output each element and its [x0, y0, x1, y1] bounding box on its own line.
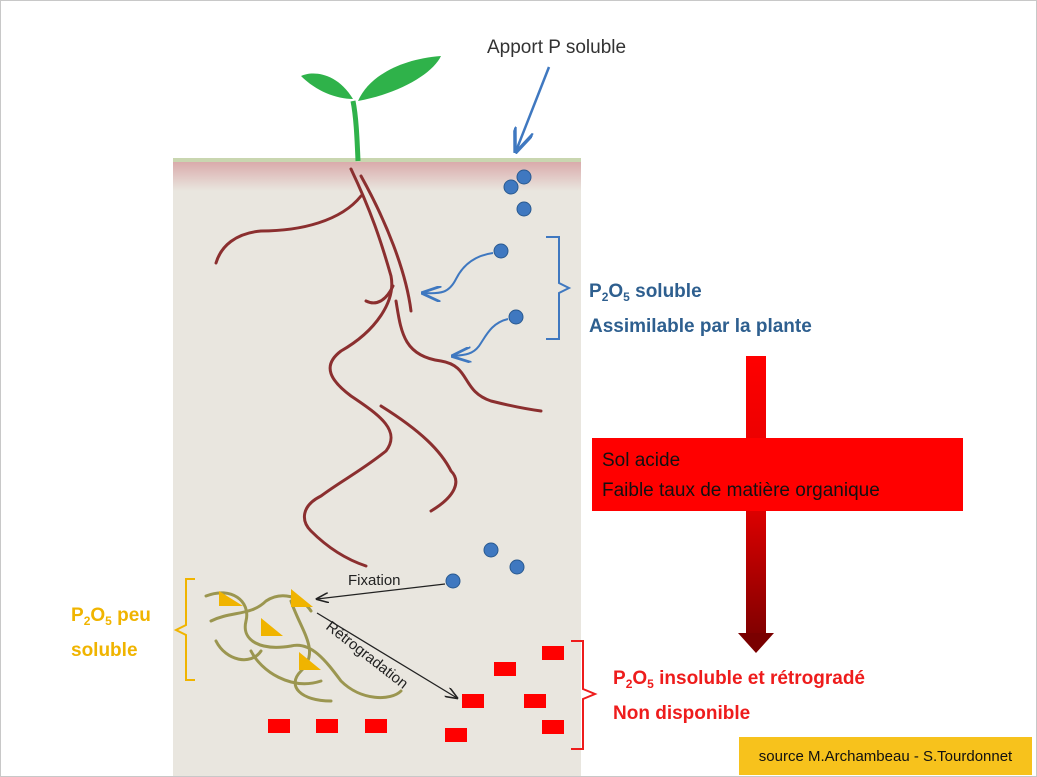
red-rectangle-icon: [462, 694, 484, 708]
soil-block: [173, 159, 581, 776]
blue-circle-icon: [516, 201, 532, 217]
red-rectangle-icon: [445, 728, 467, 742]
formula-p: P: [589, 281, 602, 302]
red-rectangle-icon: [316, 719, 338, 733]
red-rectangle-icon: [524, 694, 546, 708]
peu-soluble-line2: soluble: [71, 640, 138, 661]
insoluble-line2: Non disponible: [613, 703, 751, 724]
formula-sub: 2: [83, 614, 91, 628]
insoluble-bracket: [571, 640, 598, 750]
insoluble-p-icons: [268, 646, 564, 742]
fixation-arrow: [317, 583, 446, 599]
yellow-triangle-icon: [291, 589, 313, 607]
insoluble-text: insoluble et rétrogradé: [653, 668, 865, 689]
condition-box: Sol acide Faible taux de matière organiq…: [592, 438, 963, 511]
red-rectangle-icon: [542, 646, 564, 660]
formula-p: P: [71, 605, 84, 626]
soluble-p-icons: [445, 169, 532, 589]
blue-circle-icon: [503, 179, 519, 195]
condition-line2: Faible taux de matière organique: [602, 480, 880, 501]
uptake-arrow-1: [423, 252, 494, 293]
peu-text: peu: [111, 605, 151, 626]
blue-circle-icon: [516, 169, 532, 185]
formula-sub: 5: [623, 290, 630, 304]
formula-o: O: [608, 281, 624, 302]
formula-sub: 5: [647, 677, 654, 691]
yellow-triangle-icon: [219, 591, 243, 606]
soluble-label: P2O5 soluble Assimilable par la plante: [589, 277, 812, 341]
source-text: source M.Archambeau - S.Tourdonnet: [758, 747, 1013, 765]
yellow-triangle-icon: [299, 652, 321, 670]
formula-sub: 2: [601, 290, 609, 304]
apport-arrow: [516, 66, 551, 151]
seedling-icon: [301, 56, 441, 162]
apport-label: Apport P soluble: [487, 37, 627, 58]
insoluble-label: P2O5 insoluble et rétrogradé Non disponi…: [613, 664, 865, 728]
red-rectangle-icon: [542, 720, 564, 734]
red-rectangle-icon: [494, 662, 516, 676]
insoluble-line1: P2O5 insoluble et rétrogradé: [613, 664, 865, 699]
red-rectangle-icon: [365, 719, 387, 733]
soluble-line1: P2O5 soluble: [589, 277, 812, 312]
condition-line1: Sol acide: [602, 450, 681, 471]
blue-circle-icon: [483, 542, 499, 558]
blue-circle-icon: [509, 559, 525, 575]
formula-sub: 2: [625, 677, 633, 691]
peu-soluble-bracket: [173, 578, 195, 681]
source-badge: source M.Archambeau - S.Tourdonnet: [739, 737, 1032, 775]
fixation-label: Fixation: [348, 572, 401, 589]
retrogradation-arrow: [316, 612, 457, 698]
formula-p: P: [613, 668, 626, 689]
peu-soluble-label: P2O5 peu soluble: [71, 601, 151, 666]
blue-circle-icon: [445, 573, 461, 589]
formula-sub: 5: [105, 614, 112, 628]
blue-circle-icon: [508, 309, 524, 325]
fixed-p-icons: [219, 589, 321, 670]
yellow-triangle-icon: [261, 618, 283, 636]
red-rectangle-icon: [268, 719, 290, 733]
soluble-text: soluble: [629, 281, 702, 302]
formula-o: O: [90, 605, 106, 626]
blue-circle-icon: [493, 243, 509, 259]
soluble-line2: Assimilable par la plante: [589, 316, 812, 337]
peu-soluble-line1: P2O5 peu: [71, 601, 151, 636]
uptake-arrow-2: [453, 318, 509, 356]
formula-o: O: [632, 668, 648, 689]
soluble-bracket: [546, 236, 572, 340]
plant-roots: [214, 167, 543, 568]
